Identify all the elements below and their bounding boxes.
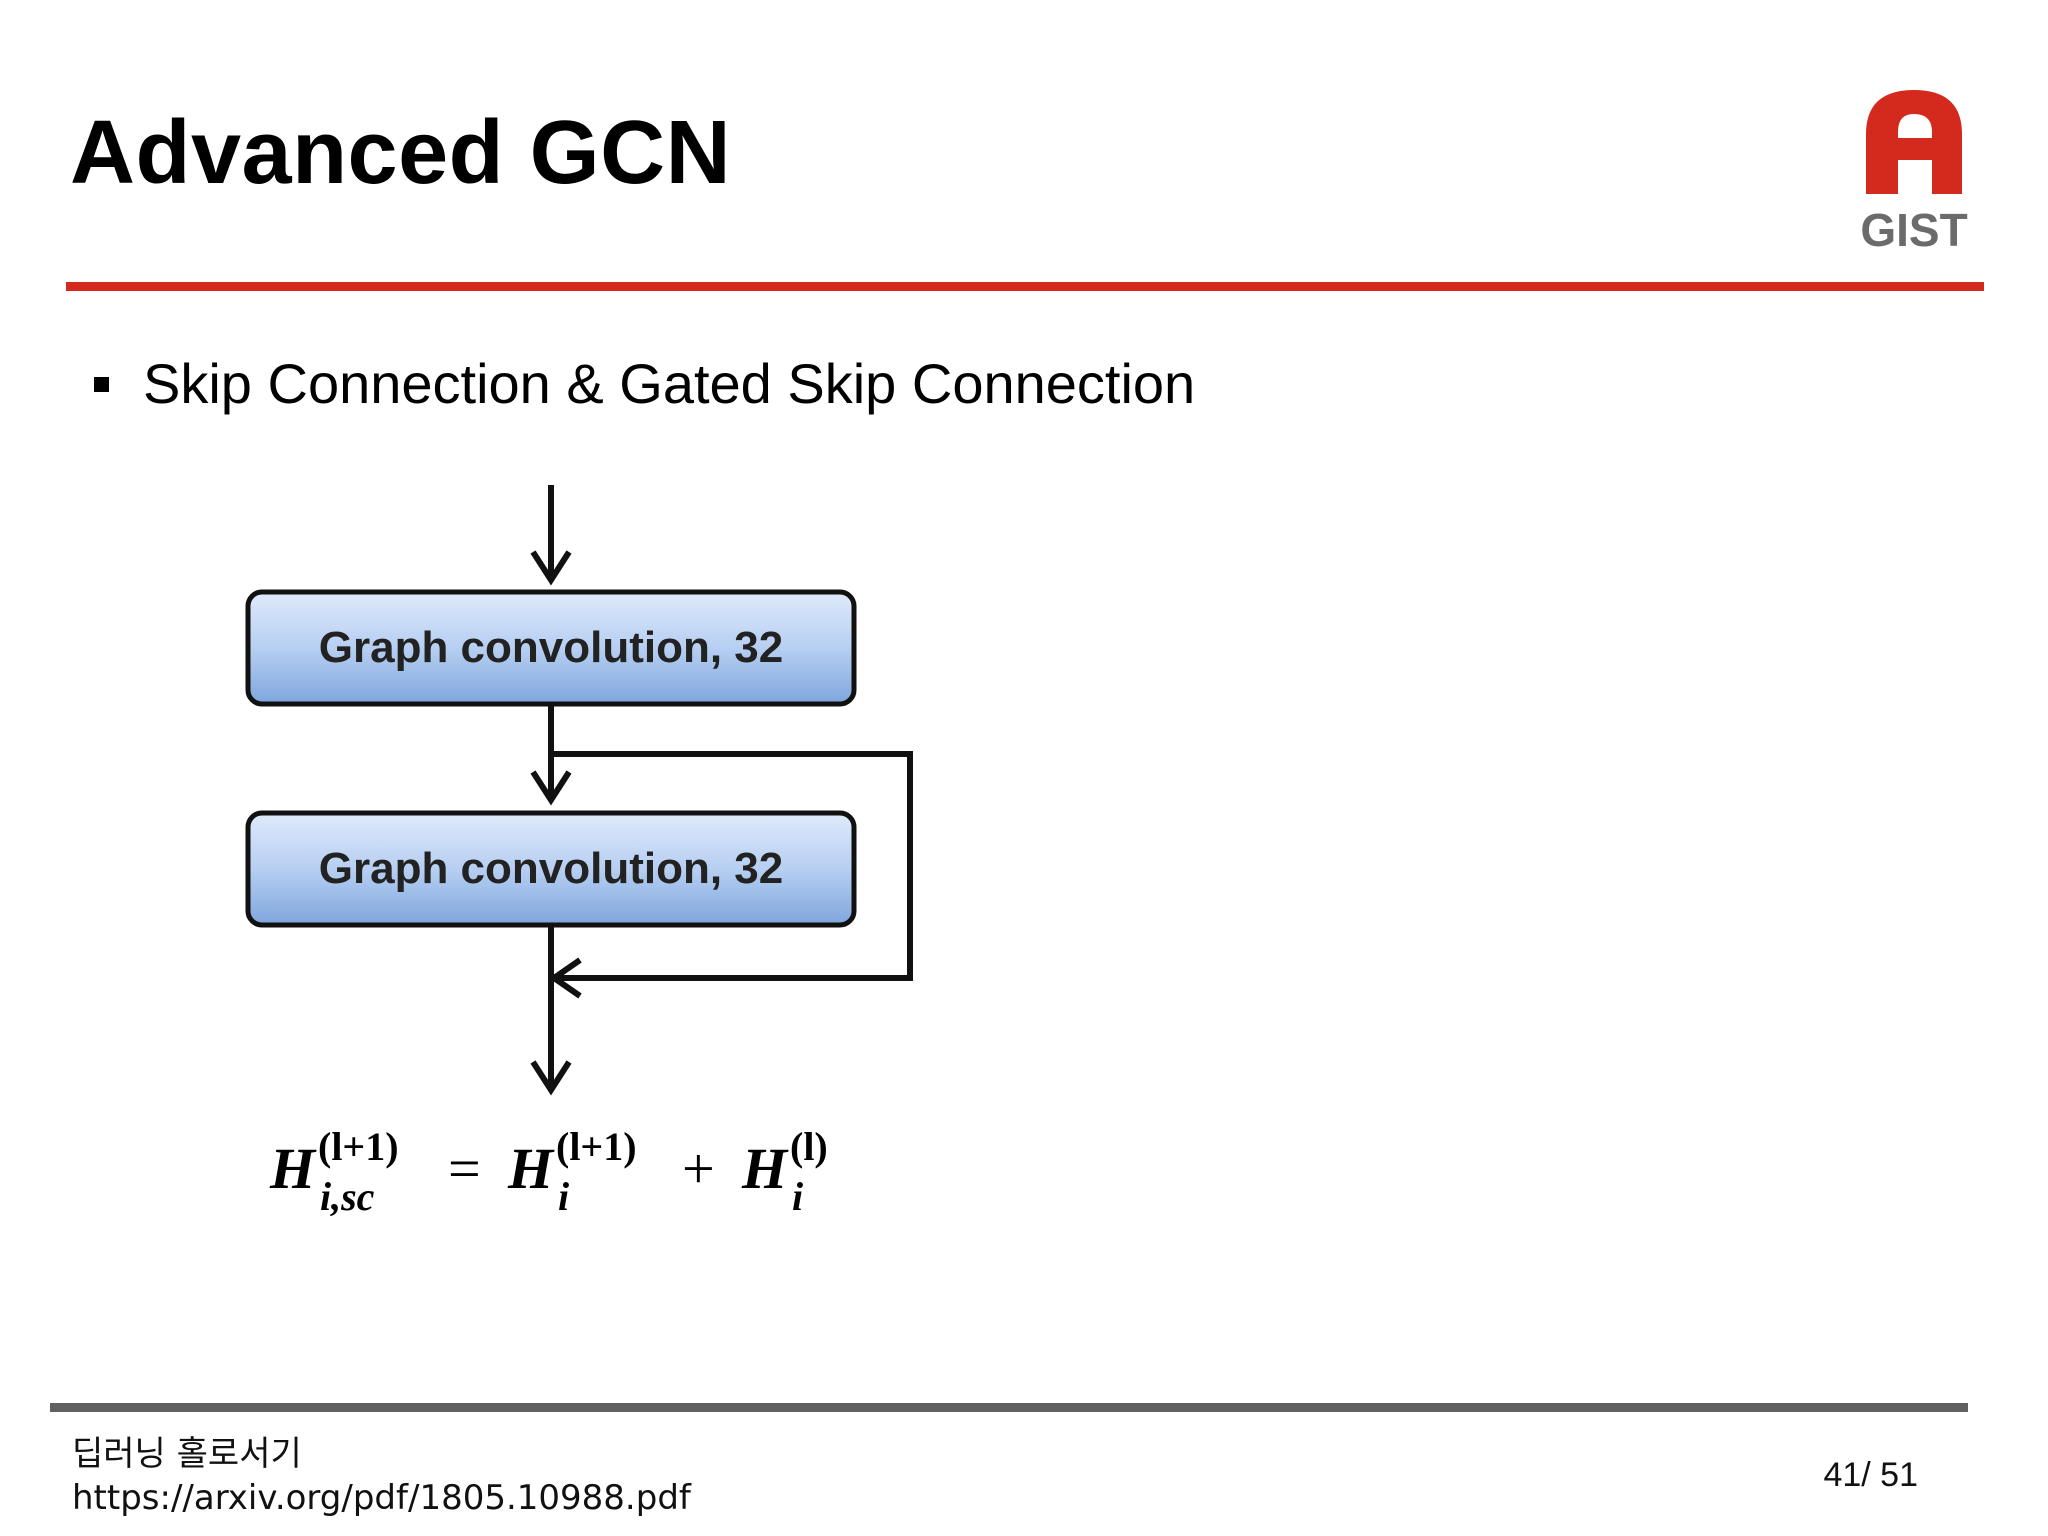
equation-lhs-sub: i,sc	[320, 1174, 375, 1219]
bullet-text: Skip Connection & Gated Skip Connection	[143, 352, 1196, 415]
equation-term2-sup: (l)	[790, 1124, 828, 1169]
footer-divider	[50, 1403, 1968, 1412]
input-arrow-head	[530, 550, 572, 586]
gist-logo-mark	[1866, 90, 1962, 194]
title-divider	[66, 282, 1984, 291]
footer-info: 딥러닝 홀로서기 https://arxiv.org/pdf/1805.1098…	[72, 1432, 691, 1520]
page-number: 41/ 51	[1823, 1456, 1918, 1495]
middle-arrow-head	[530, 770, 572, 806]
graph-conv-label-2: Graph convolution, 32	[319, 844, 784, 893]
skip-connection-diagram: Graph convolution, 32 Graph convolution,…	[245, 485, 913, 1219]
footer-course-title: 딥러닝 홀로서기	[72, 1434, 302, 1474]
page-total: 51	[1880, 1456, 1918, 1494]
slide-title: Advanced GCN	[70, 103, 732, 203]
equation-term1-sub: i	[558, 1174, 569, 1219]
equation-term2-sub: i	[792, 1174, 803, 1219]
equation-plus: +	[682, 1136, 715, 1201]
page-current: 41	[1823, 1456, 1862, 1494]
gist-logo-text: GIST	[1860, 204, 1967, 256]
graph-conv-box-1	[245, 589, 857, 707]
equation-term1-sup: (l+1)	[556, 1124, 637, 1169]
bullet-marker	[94, 376, 109, 392]
footer-source-link[interactable]: https://arxiv.org/pdf/1805.10988.pdf	[72, 1478, 691, 1518]
equation-term1-base: H	[507, 1136, 555, 1201]
equation-lhs-sup: (l+1)	[318, 1124, 399, 1169]
graph-conv-box-2	[245, 810, 857, 928]
bullet-item: Skip Connection & Gated Skip Connection	[94, 356, 1195, 412]
equation-term2-base: H	[741, 1136, 789, 1201]
page-separator: /	[1861, 1456, 1881, 1494]
output-arrow-head	[530, 1060, 572, 1096]
graph-conv-label-1: Graph convolution, 32	[319, 623, 784, 672]
skip-connection-path	[551, 751, 913, 981]
gist-logo-notch	[1898, 174, 1924, 194]
equation-equals: =	[448, 1136, 481, 1201]
gist-logo: GIST	[1860, 90, 1968, 256]
equation-lhs-base: H	[269, 1136, 317, 1201]
skip-connection-equation: H (l+1) i,sc = H (l+1) i + H (l) i	[269, 1124, 828, 1219]
